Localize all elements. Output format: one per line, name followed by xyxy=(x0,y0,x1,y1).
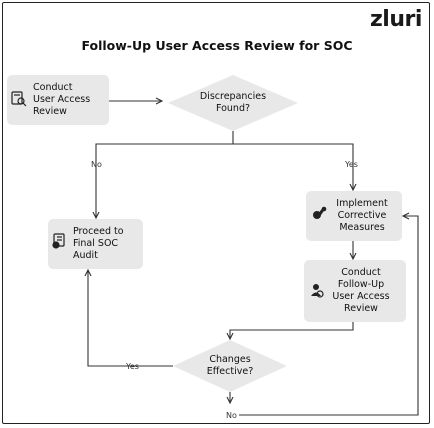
changes-effective-line2: Effective? xyxy=(206,366,254,377)
checklist-icon xyxy=(52,233,65,249)
diagram-title: Follow-Up User Access Review for SOC xyxy=(81,38,353,53)
edge-changes-yes xyxy=(88,270,173,367)
conduct-review-line3: Review xyxy=(33,106,67,117)
implement-label: Implement Corrective Measures xyxy=(328,198,396,234)
followup-review-label: Conduct Follow-Up User Access Review xyxy=(325,267,397,315)
followup-review-node xyxy=(304,260,406,322)
discrepancies-line1: Discrepancies xyxy=(199,91,267,102)
followup-review-line4: Review xyxy=(344,303,378,314)
edge-discrepancies-split xyxy=(96,131,234,218)
followup-review-line3: User Access xyxy=(332,291,390,302)
edge-label-no-2: No xyxy=(224,411,239,420)
wrench-icon xyxy=(313,206,327,219)
changes-effective-label: Changes Effective? xyxy=(180,354,280,378)
conduct-review-line2: User Access xyxy=(33,94,91,105)
discrepancies-decision xyxy=(168,75,298,131)
proceed-audit-line3: Audit xyxy=(73,250,98,261)
followup-review-line2: Follow-Up xyxy=(337,279,385,290)
proceed-audit-label: Proceed to Final SOC Audit xyxy=(73,226,124,262)
discrepancies-line2: Found? xyxy=(215,103,251,114)
edge-no-loop-back xyxy=(238,216,419,416)
edge-followup-to-changes xyxy=(230,322,354,339)
implement-line2: Corrective xyxy=(337,210,387,221)
search-document-icon xyxy=(11,91,27,107)
conduct-review-line1: Conduct xyxy=(33,82,73,93)
zluri-logo: zluri xyxy=(370,7,422,32)
conduct-review-label: Conduct User Access Review xyxy=(33,82,90,118)
user-review-icon xyxy=(311,284,324,298)
implement-node xyxy=(306,191,402,241)
proceed-audit-line2: Final SOC xyxy=(73,238,119,249)
edge-label-no-1: No xyxy=(91,160,102,169)
implement-line1: Implement xyxy=(336,198,388,209)
changes-effective-decision xyxy=(173,340,287,392)
changes-effective-line1: Changes xyxy=(209,354,251,365)
proceed-audit-node xyxy=(48,219,143,269)
edge-label-yes-2: Yes xyxy=(126,362,139,371)
proceed-audit-line1: Proceed to xyxy=(73,226,124,237)
edge-discrepancies-yes xyxy=(233,143,353,190)
implement-line3: Measures xyxy=(339,222,385,233)
discrepancies-label: Discrepancies Found? xyxy=(178,91,288,115)
edge-label-yes-1: Yes xyxy=(345,160,358,169)
followup-review-line1: Conduct xyxy=(341,267,381,278)
conduct-review-node xyxy=(7,75,109,125)
